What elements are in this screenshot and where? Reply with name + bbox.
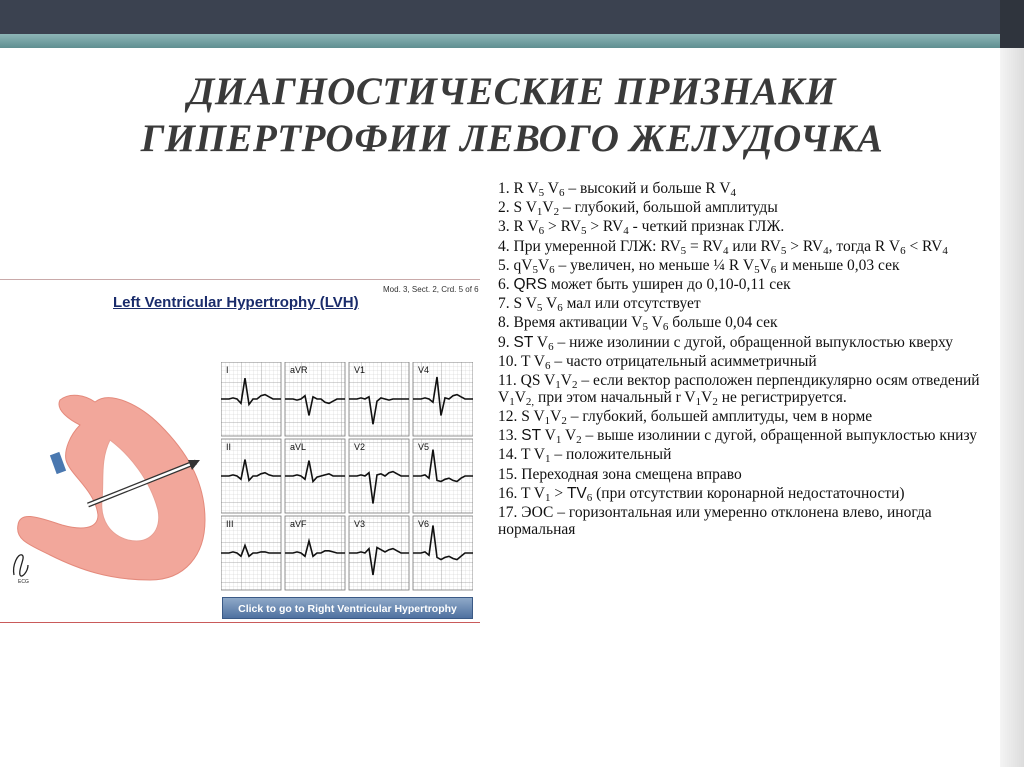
criteria-list: 1. R V5 V6 – высокий и больше R V4 2. S … xyxy=(498,180,1003,540)
figure-bottom-divider xyxy=(0,622,480,623)
ecg-lead-avl: aVL xyxy=(284,438,346,514)
ecg-waveform xyxy=(413,376,473,416)
ecg-lead-label: V2 xyxy=(354,442,365,452)
ecg-waveform xyxy=(221,542,281,558)
slide-top-bar xyxy=(0,0,1024,34)
criterion-2: 2. S V1V2 – глубокий, большой амплитуды xyxy=(498,199,778,219)
ecg-waveform xyxy=(221,459,281,483)
figure-title: Left Ventricular Hypertrophy (LVH) xyxy=(113,294,359,311)
ecg-lead-label: II xyxy=(226,442,231,452)
right-ventricular-hypertrophy-link[interactable]: Click to go to Right Ventricular Hypertr… xyxy=(222,597,473,619)
criterion-15: 15. Переходная зона смещена вправо xyxy=(498,465,742,483)
slide-title-line1: ДИАГНОСТИЧЕСКИЕ ПРИЗНАКИ xyxy=(187,70,837,113)
criterion-3: 3. R V6 > RV5 > RV4 - четкий признак ГЛЖ… xyxy=(498,218,785,238)
criterion-16: 16. T V1 > TV6 (при отсутствии коронарно… xyxy=(498,484,905,504)
criterion-17: 17. ЭОС – горизонтальная или умеренно от… xyxy=(498,504,932,538)
criterion-10: 10. T V6 – часто отрицательный асимметри… xyxy=(498,352,817,372)
author-signature: ECG xyxy=(12,554,29,585)
ecg-lead-v2: V2 xyxy=(348,438,410,514)
vector-arrowhead xyxy=(188,460,200,470)
criterion-9: 9. ST V6 – ниже изолинии с дугой, обраще… xyxy=(498,333,954,353)
slide-title: ДИАГНОСТИЧЕСКИЕ ПРИЗНАКИ ГИПЕРТРОФИИ ЛЕВ… xyxy=(60,68,964,162)
ecg-waveform xyxy=(349,546,409,576)
criterion-13: 13. ST V1 V2 – выше изолинии с дугой, об… xyxy=(498,427,978,447)
criterion-1: 1. R V5 V6 – высокий и больше R V4 xyxy=(498,180,737,199)
criterion-12: 12. S V1V2 – глубокий, большей амплитуды… xyxy=(498,408,873,428)
criterion-11: 11. QS V1V2 – если вектор расположен пер… xyxy=(498,371,980,408)
ecg-lead-v3: V3 xyxy=(348,515,410,591)
ecg-lead-i: I xyxy=(221,362,282,437)
signature-label: ECG xyxy=(18,579,29,585)
criterion-4: 4. При умеренной ГЛЖ: RV5 = RV4 или RV5 … xyxy=(498,237,948,257)
heart-illustration xyxy=(17,394,206,581)
ecg-lead-label: III xyxy=(226,519,234,529)
ecg-lead-v6: V6 xyxy=(412,515,473,591)
ecg-waveform xyxy=(285,460,345,484)
ecg-lead-avr: aVR xyxy=(284,362,346,437)
ecg-lead-v1: V1 xyxy=(348,362,410,437)
ecg-lead-label: V4 xyxy=(418,365,429,375)
ecg-lead-v4: V4 xyxy=(412,362,473,437)
figure-top-divider xyxy=(0,279,480,280)
ecg-waveform xyxy=(413,449,473,483)
criterion-7: 7. S V5 V6 мал или отсутствует xyxy=(498,295,701,315)
criterion-5: 5. qV5V6 – увеличен, но меньше ¼ R V5V6 … xyxy=(498,256,900,276)
ecg-lead-ii: II xyxy=(221,438,282,514)
ecg-lead-label: aVF xyxy=(290,519,307,529)
ecg-waveform xyxy=(221,377,281,407)
criterion-8: 8. Время активации V5 V6 больше 0,04 сек xyxy=(498,314,778,334)
ecg-lead-label: V6 xyxy=(418,519,429,529)
figure-module-ref: Mod. 3, Sect. 2, Crd. 5 of 6 xyxy=(383,285,479,294)
ecg-waveform xyxy=(413,525,473,561)
slide-title-line2: ГИПЕРТРОФИИ ЛЕВОГО ЖЕЛУДОЧКА xyxy=(140,117,884,160)
slide-right-edge xyxy=(1000,0,1024,767)
ecg-lead-label: V5 xyxy=(418,442,429,452)
ecg-waveform xyxy=(285,394,345,416)
ecg-lead-v5: V5 xyxy=(412,438,473,514)
slide-accent-stripe xyxy=(0,34,1024,48)
ecg-lead-label: aVR xyxy=(290,365,308,375)
ecg-lead-avf: aVF xyxy=(284,515,346,591)
catheter-tip xyxy=(49,451,67,475)
ecg-lead-label: I xyxy=(226,365,229,375)
slide-right-edge-corner xyxy=(1000,0,1024,48)
ecg-waveform xyxy=(349,395,409,425)
criterion-6: 6. QRS может быть уширен до 0,10-0,11 се… xyxy=(498,275,791,293)
ecg-lead-label: aVL xyxy=(290,442,306,452)
ecg-lead-label: V3 xyxy=(354,519,365,529)
ecg-lead-label: V1 xyxy=(354,365,365,375)
ecg-waveform xyxy=(285,537,345,558)
ecg-waveform xyxy=(349,470,409,504)
ecg-lead-iii: III xyxy=(221,515,282,591)
criterion-14: 14. T V1 – положительный xyxy=(498,446,672,466)
